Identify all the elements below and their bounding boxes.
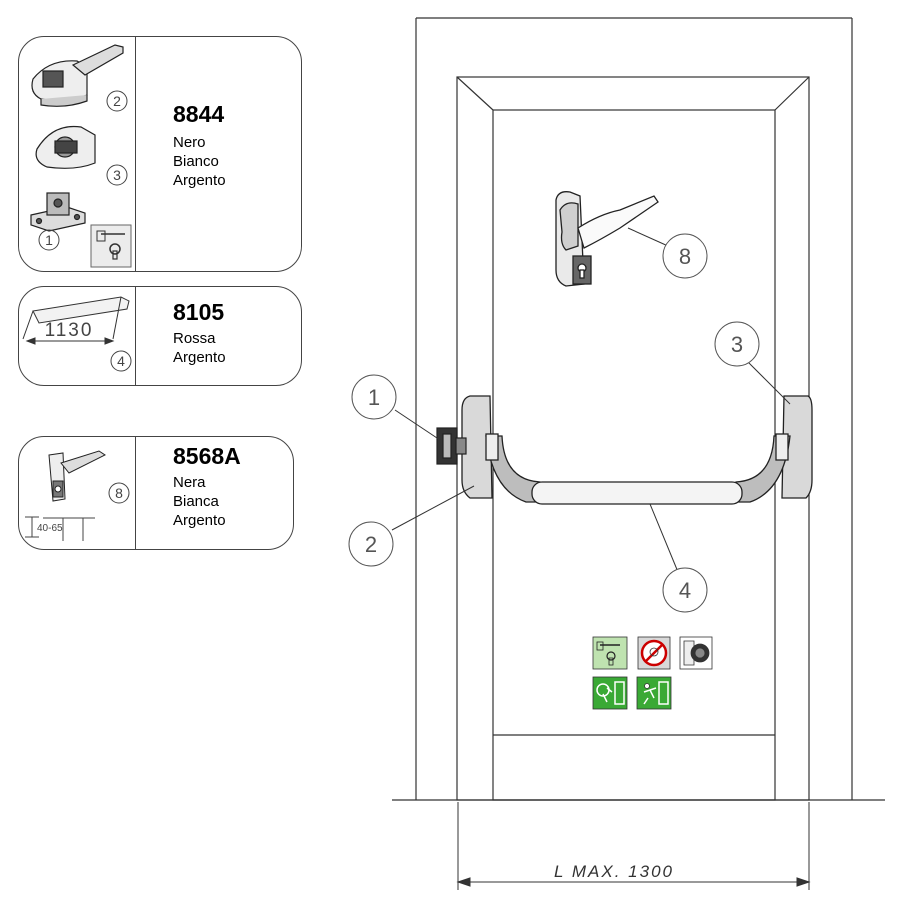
color-option: Nero <box>173 134 206 151</box>
callout-circle <box>348 521 394 567</box>
cylinder-bracket-illustration <box>30 192 86 232</box>
callout-number: 4 <box>117 353 125 369</box>
color-options: Nero Bianco Argento <box>173 133 226 190</box>
card-8844-illustration: 2 3 1 <box>30 44 132 268</box>
callout-circle <box>110 350 132 372</box>
callout-circle <box>106 90 128 112</box>
color-option: Argento <box>173 172 226 189</box>
color-options: Nera Bianca Argento <box>173 473 226 530</box>
card-divider <box>135 437 136 549</box>
callout-number: 1 <box>368 385 380 410</box>
leader-line <box>649 503 679 573</box>
emergency-exit-push-sign-icon <box>592 676 628 710</box>
leader-line <box>747 361 791 405</box>
card-8105-illustration: 1130 4 <box>22 296 132 372</box>
callout-number: 1 <box>45 232 53 248</box>
color-option: Rossa <box>173 330 216 347</box>
color-options: Rossa Argento <box>173 329 226 367</box>
callout-number: 2 <box>365 532 377 557</box>
leader-line <box>394 409 441 441</box>
card-divider <box>135 37 136 271</box>
product-card-8844: 8844 Nero Bianco Argento 2 3 <box>18 36 302 272</box>
door-thickness-symbol <box>25 516 95 541</box>
leader-line <box>391 485 475 531</box>
handle-cylinder-sign-icon <box>90 224 132 268</box>
color-option: Bianca <box>173 493 219 510</box>
product-code: 8105 <box>173 299 225 325</box>
push-bar-illustration <box>22 296 130 340</box>
door-thickness-label: 40-65 <box>37 523 63 534</box>
handle-cylinder-sign-icon <box>592 636 628 670</box>
callout-circle <box>38 229 60 251</box>
color-option: Argento <box>173 512 226 529</box>
callout-circle <box>662 233 708 279</box>
product-code: 8568A <box>173 443 241 469</box>
callout-circle <box>662 567 708 613</box>
callout-number: 3 <box>731 332 743 357</box>
emergency-exit-run-sign-icon <box>636 676 672 710</box>
product-code: 8844 <box>173 101 225 127</box>
color-option: Bianco <box>173 153 219 170</box>
width-dimension <box>456 802 811 890</box>
callout-number: 4 <box>679 578 691 603</box>
callout-number: 8 <box>679 244 691 269</box>
product-card-8105: 8105 Rossa Argento 1130 4 <box>18 286 302 386</box>
panic-push-bar <box>461 395 813 505</box>
outside-lever-handle <box>555 191 659 287</box>
product-card-8568A: 8568A Nera Bianca Argento 8 40-65 <box>18 436 294 550</box>
card-divider <box>135 287 136 385</box>
callout-circle <box>714 321 760 367</box>
max-width-label: L MAX. 1300 <box>554 862 674 881</box>
callout-number: 3 <box>113 167 121 183</box>
callout-circle <box>106 164 128 186</box>
callout-number: 2 <box>113 93 121 109</box>
safety-signs <box>592 636 713 710</box>
end-cap-lever-illustration <box>31 44 124 107</box>
no-access-sign-icon <box>637 636 671 670</box>
dimension-arrow <box>25 337 115 345</box>
color-option: Argento <box>173 349 226 366</box>
push-door-sign-icon <box>679 636 713 670</box>
callout-circle <box>351 374 397 420</box>
callout-number: 8 <box>115 485 123 501</box>
bar-length-label: 1130 <box>45 320 94 341</box>
callout-circle <box>108 482 130 504</box>
end-cap-internal-illustration <box>35 125 96 169</box>
leader-line <box>627 227 669 247</box>
outside-cylinder <box>436 427 467 465</box>
outside-handle-illustration <box>48 450 106 502</box>
card-8568A-illustration: 8 40-65 <box>25 450 130 541</box>
color-option: Nera <box>173 474 206 491</box>
